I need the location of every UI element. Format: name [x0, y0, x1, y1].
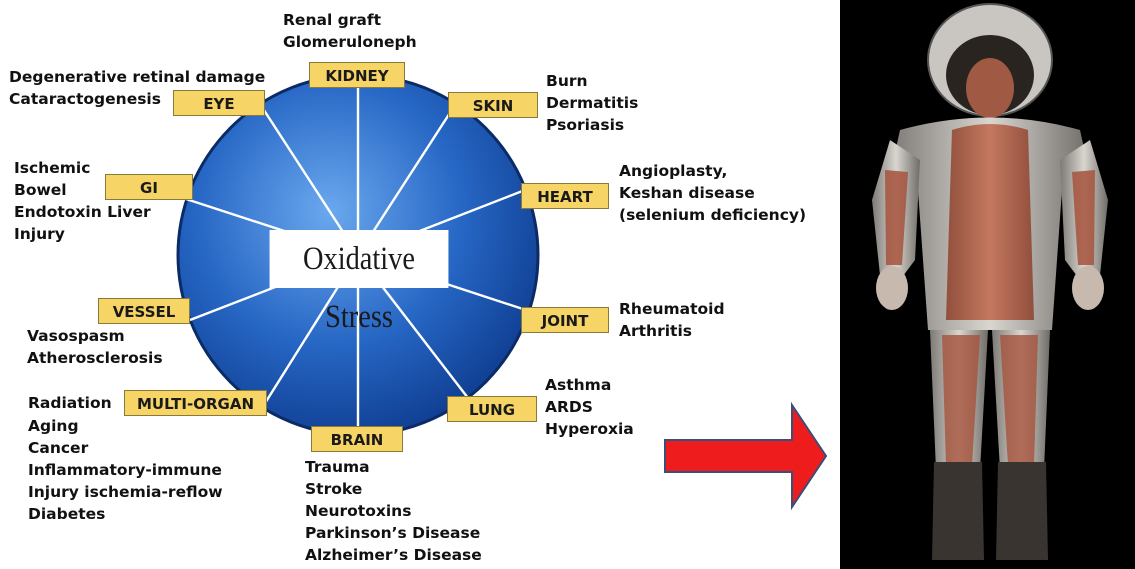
- head: [966, 58, 1014, 118]
- annotation-line: Psoriasis: [546, 114, 638, 136]
- organ-label-brain: BRAIN: [311, 426, 403, 452]
- organ-label-vessel: VESSEL: [98, 298, 190, 324]
- annotation-line: Atherosclerosis: [27, 347, 163, 369]
- red-arrow: [665, 405, 826, 507]
- annotation-line: Degenerative retinal damage: [9, 66, 265, 88]
- annotation-line: Ischemic: [14, 157, 151, 179]
- heart-annotation: Angioplasty, Keshan disease (selenium de…: [619, 160, 806, 226]
- organ-label-lung: LUNG: [447, 396, 537, 422]
- organ-label-kidney: KIDNEY: [309, 62, 405, 88]
- brain-annotation: Trauma Stroke Neurotoxins Parkinson’s Di…: [305, 456, 482, 566]
- annotation-line: Rheumatoid: [619, 298, 725, 320]
- annotation-line: Aging: [28, 415, 223, 437]
- right-hand: [1072, 266, 1104, 310]
- annotation-line: Alzheimer’s Disease: [305, 544, 482, 566]
- annotation-line: Dermatitis: [546, 92, 638, 114]
- annotation-line: Cataractogenesis: [9, 88, 265, 110]
- annotation-line: Glomeruloneph: [283, 31, 417, 53]
- annotation-line: Endotoxin Liver: [14, 201, 151, 223]
- annotation-line: Keshan disease: [619, 182, 806, 204]
- center-label: Oxidative Stress: [270, 230, 449, 288]
- annotation-line: Inflammatory-immune: [28, 459, 223, 481]
- annotation-line: Neurotoxins: [305, 500, 482, 522]
- annotation-line: Bowel: [14, 179, 151, 201]
- left-boot: [932, 462, 984, 560]
- astronaut-anatomy-illustration: [840, 0, 1135, 569]
- torso-muscles: [946, 124, 1034, 320]
- annotation-line: Renal graft: [283, 9, 417, 31]
- annotation-line: Burn: [546, 70, 638, 92]
- annotation-line: Arthritis: [619, 320, 725, 342]
- annotation-line: Radiation: [28, 392, 112, 414]
- annotation-line: Asthma: [545, 374, 634, 396]
- annotation-line: (selenium deficiency): [619, 204, 806, 226]
- skin-annotation: Burn Dermatitis Psoriasis: [546, 70, 638, 136]
- astronaut-image: [840, 0, 1135, 569]
- annotation-line: Angioplasty,: [619, 160, 806, 182]
- annotation-line: ARDS: [545, 396, 634, 418]
- annotation-line: Cancer: [28, 437, 223, 459]
- gi-annotation: Ischemic Bowel Endotoxin Liver Injury: [14, 157, 151, 245]
- organ-label-skin: SKIN: [448, 92, 538, 118]
- vessel-annotation: Vasospasm Atherosclerosis: [27, 325, 163, 369]
- annotation-line: Parkinson’s Disease: [305, 522, 482, 544]
- organ-label-joint: JOINT: [521, 307, 609, 333]
- right-boot: [996, 462, 1048, 560]
- annotation-line: Trauma: [305, 456, 482, 478]
- organ-label-heart: HEART: [521, 183, 609, 209]
- annotation-line: Diabetes: [28, 503, 223, 525]
- annotation-line: Injury: [14, 223, 151, 245]
- joint-annotation: Rheumatoid Arthritis: [619, 298, 725, 342]
- eye-annotation: Degenerative retinal damage Cataractogen…: [9, 66, 265, 110]
- organ-label-multi-organ: MULTI-ORGAN: [124, 390, 267, 416]
- annotation-line: Vasospasm: [27, 325, 163, 347]
- multi-organ-annotation-first: Radiation: [28, 392, 112, 414]
- left-hand: [876, 266, 908, 310]
- annotation-line: Injury ischemia-reflow: [28, 481, 223, 503]
- multi-organ-annotation: Aging Cancer Inflammatory-immune Injury …: [28, 415, 223, 525]
- kidney-annotation: Renal graft Glomeruloneph: [283, 9, 417, 53]
- lung-annotation: Asthma ARDS Hyperoxia: [545, 374, 634, 440]
- annotation-line: Stroke: [305, 478, 482, 500]
- annotation-line: Hyperoxia: [545, 418, 634, 440]
